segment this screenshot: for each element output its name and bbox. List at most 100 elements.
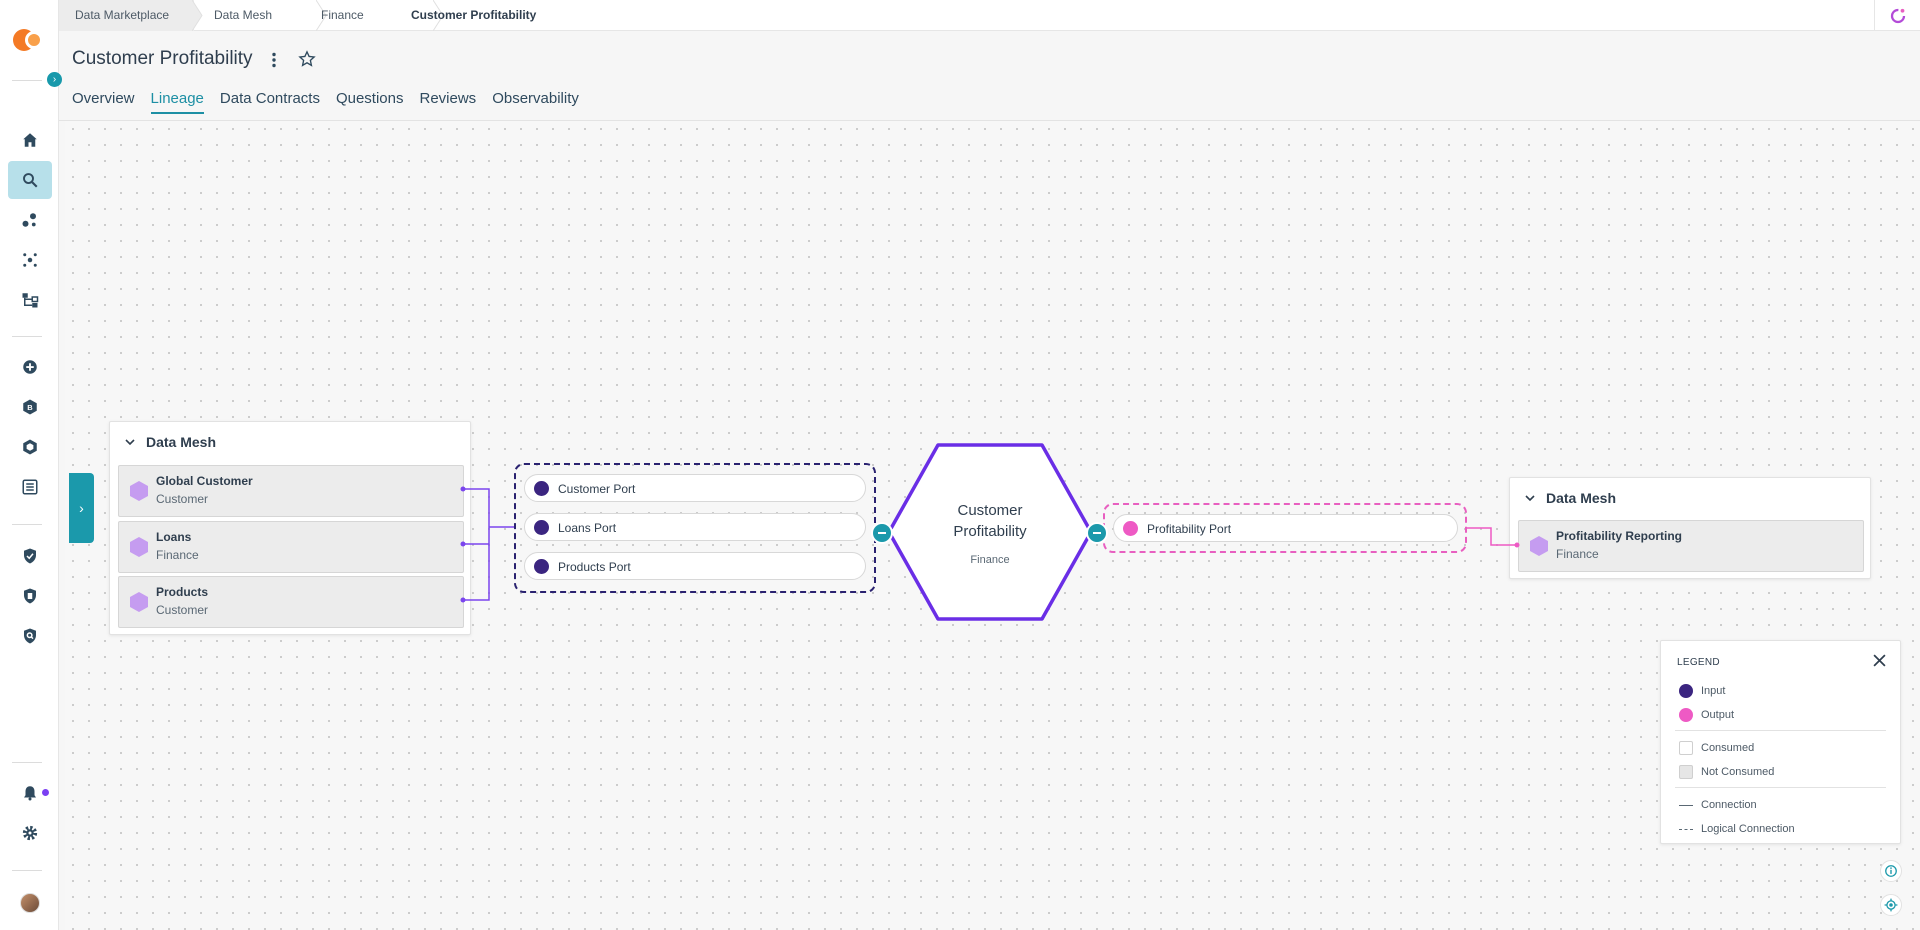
data-product-hexagon-icon — [129, 536, 149, 558]
add-icon[interactable] — [8, 348, 52, 386]
hierarchy-icon[interactable] — [8, 281, 52, 319]
data-product-profitability-reporting[interactable]: Profitability Reporting Finance — [1518, 520, 1864, 572]
breadcrumb-label: Data Marketplace — [75, 8, 169, 22]
input-ports-group: Customer Port Loans Port Products Port — [514, 463, 876, 593]
output-data-mesh-group: Data Mesh Profitability Reporting Financ… — [1509, 477, 1871, 579]
more-options-icon[interactable] — [271, 52, 277, 68]
shield-search-icon[interactable] — [8, 617, 52, 655]
legend-label: Connection — [1701, 799, 1757, 811]
breadcrumb: Data Marketplace Data Mesh Finance Custo… — [59, 0, 1920, 31]
port-name: Products Port — [558, 560, 631, 574]
center-product-domain: Finance — [920, 554, 1060, 566]
legend-panel: LEGEND Input Output Consumed Not Consume… — [1660, 640, 1901, 844]
output-dot-icon — [1679, 708, 1693, 722]
port-name: Customer Port — [558, 482, 635, 496]
data-product-domain: Finance — [156, 548, 199, 562]
collapse-outputs-handle[interactable] — [1086, 522, 1108, 544]
group-header[interactable]: Data Mesh — [1524, 486, 1616, 510]
legend-output: Output — [1679, 707, 1734, 723]
input-dot-icon — [534, 481, 549, 496]
tab-reviews[interactable]: Reviews — [420, 90, 477, 114]
input-port-customer[interactable]: Customer Port — [524, 474, 866, 502]
home-icon[interactable] — [8, 121, 52, 159]
input-port-loans[interactable]: Loans Port — [524, 513, 866, 541]
favorite-star-icon[interactable] — [298, 50, 316, 68]
data-product-domain: Customer — [156, 603, 208, 617]
shield-check-icon[interactable] — [8, 537, 52, 575]
user-avatar[interactable] — [20, 893, 40, 913]
tab-bar: Overview Lineage Data Contracts Question… — [72, 90, 579, 114]
breadcrumb-item-data-mesh[interactable]: Data Mesh — [198, 0, 318, 31]
nav-divider — [12, 336, 42, 337]
legend-consumed: Consumed — [1679, 740, 1754, 756]
legend-logical-connection: Logical Connection — [1679, 821, 1795, 837]
data-product-name: Products — [156, 585, 208, 599]
data-product-loans[interactable]: Loans Finance — [118, 521, 464, 573]
left-nav-rail: › B — [0, 0, 59, 930]
legend-title: LEGEND — [1677, 657, 1720, 668]
collapse-inputs-handle[interactable] — [871, 522, 893, 544]
legend-label: Consumed — [1701, 742, 1754, 754]
breadcrumb-item-data-marketplace[interactable]: Data Marketplace — [59, 0, 194, 31]
legend-divider — [1675, 787, 1886, 788]
app-logo[interactable] — [13, 29, 47, 51]
input-port-products[interactable]: Products Port — [524, 552, 866, 580]
notification-dot — [42, 789, 49, 796]
legend-label: Not Consumed — [1701, 766, 1774, 778]
tab-lineage[interactable]: Lineage — [151, 90, 204, 114]
nav-divider — [12, 762, 42, 763]
data-product-hexagon-icon — [129, 591, 149, 613]
data-product-products[interactable]: Products Customer — [118, 576, 464, 628]
legend-input: Input — [1679, 683, 1725, 699]
cluster-icon[interactable] — [8, 241, 52, 279]
breadcrumb-label: Finance — [321, 8, 364, 22]
graph-icon[interactable] — [8, 201, 52, 239]
page-title: Customer Profitability — [72, 48, 253, 70]
nav-divider — [12, 870, 42, 871]
recenter-icon[interactable] — [1880, 894, 1902, 916]
group-title: Data Mesh — [1546, 490, 1616, 506]
hexagon-icon[interactable] — [8, 428, 52, 466]
breadcrumb-label: Customer Profitability — [411, 8, 536, 22]
assistant-icon[interactable] — [1874, 0, 1920, 31]
legend-divider — [1675, 730, 1886, 731]
data-product-name: Loans — [156, 530, 191, 544]
b-icon[interactable]: B — [8, 388, 52, 426]
output-port-profitability[interactable]: Profitability Port — [1113, 514, 1458, 542]
data-product-name: Global Customer — [156, 474, 253, 488]
legend-label: Output — [1701, 709, 1734, 721]
data-product-hexagon-icon — [1529, 535, 1549, 557]
table-icon[interactable] — [8, 468, 52, 506]
input-dot-icon — [534, 520, 549, 535]
input-data-mesh-group: Data Mesh Global Customer Customer Loans… — [109, 421, 471, 635]
chevron-right-icon: › — [79, 500, 84, 516]
legend-connection: Connection — [1679, 797, 1757, 813]
group-header[interactable]: Data Mesh — [124, 430, 216, 454]
output-ports-group: Profitability Port — [1103, 503, 1467, 553]
svg-text:B: B — [27, 403, 33, 412]
legend-label: Logical Connection — [1701, 823, 1795, 835]
data-product-name: Profitability Reporting — [1556, 529, 1682, 543]
chevron-down-icon[interactable] — [124, 436, 136, 448]
close-icon[interactable] — [1873, 654, 1886, 667]
gear-icon[interactable] — [8, 814, 52, 852]
legend-not-consumed: Not Consumed — [1679, 764, 1774, 780]
breadcrumb-item-current: Customer Profitability — [395, 0, 615, 31]
data-product-domain: Customer — [156, 492, 208, 506]
search-icon[interactable] — [8, 161, 52, 199]
chevron-down-icon[interactable] — [1524, 492, 1536, 504]
side-panel-toggle[interactable]: › — [69, 473, 94, 543]
not-consumed-swatch-icon — [1679, 765, 1693, 779]
input-dot-icon — [534, 559, 549, 574]
shield-doc-icon[interactable] — [8, 577, 52, 615]
tab-data-contracts[interactable]: Data Contracts — [220, 90, 320, 114]
expand-nav-button[interactable]: › — [47, 72, 62, 87]
tab-observability[interactable]: Observability — [492, 90, 579, 114]
tab-questions[interactable]: Questions — [336, 90, 404, 114]
nav-divider — [12, 80, 42, 81]
info-icon[interactable] — [1880, 860, 1902, 882]
data-product-global-customer[interactable]: Global Customer Customer — [118, 465, 464, 517]
tab-overview[interactable]: Overview — [72, 90, 135, 114]
nav-divider — [12, 524, 42, 525]
legend-label: Input — [1701, 685, 1725, 697]
